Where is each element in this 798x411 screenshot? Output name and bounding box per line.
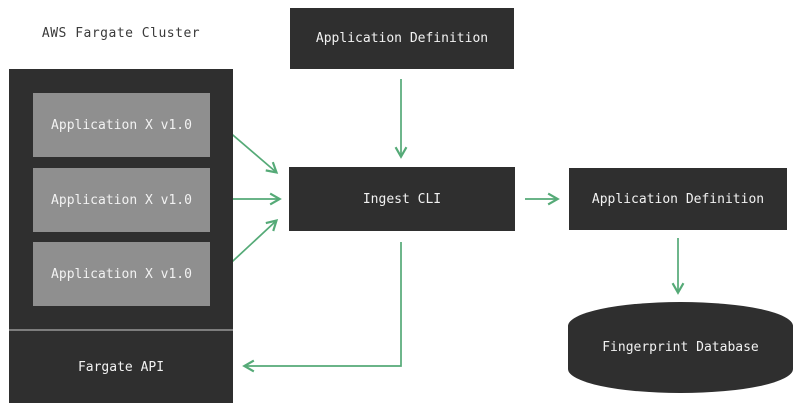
application-definition-top-label: Application Definition (315, 31, 489, 46)
application-node-1: Application X v1.0 (33, 93, 210, 157)
fargate-cluster-container: Application X v1.0 Application X v1.0 Ap… (9, 69, 233, 403)
application-definition-right-node: Application Definition (569, 168, 787, 230)
application-node-1-label: Application X v1.0 (51, 117, 192, 133)
application-node-3-label: Application X v1.0 (51, 266, 192, 282)
fargate-api-label: Fargate API (77, 359, 165, 375)
ingest-cli-node: Ingest CLI (289, 167, 515, 231)
application-definition-top-node: Application Definition (290, 8, 514, 69)
fargate-api-node: Fargate API (9, 331, 233, 403)
cluster-title: AWS Fargate Cluster (41, 26, 201, 41)
application-node-2-label: Application X v1.0 (51, 192, 192, 208)
application-node-2: Application X v1.0 (33, 168, 210, 232)
application-node-3: Application X v1.0 (33, 242, 210, 306)
fingerprint-database-label: Fingerprint Database (602, 340, 759, 355)
cluster-divider (9, 329, 233, 331)
application-definition-right-label: Application Definition (591, 191, 765, 207)
edge-ingest-to-fargate-api-arrow (242, 242, 402, 373)
ingest-cli-label: Ingest CLI (362, 191, 442, 207)
fingerprint-database-node: Fingerprint Database (568, 302, 793, 393)
